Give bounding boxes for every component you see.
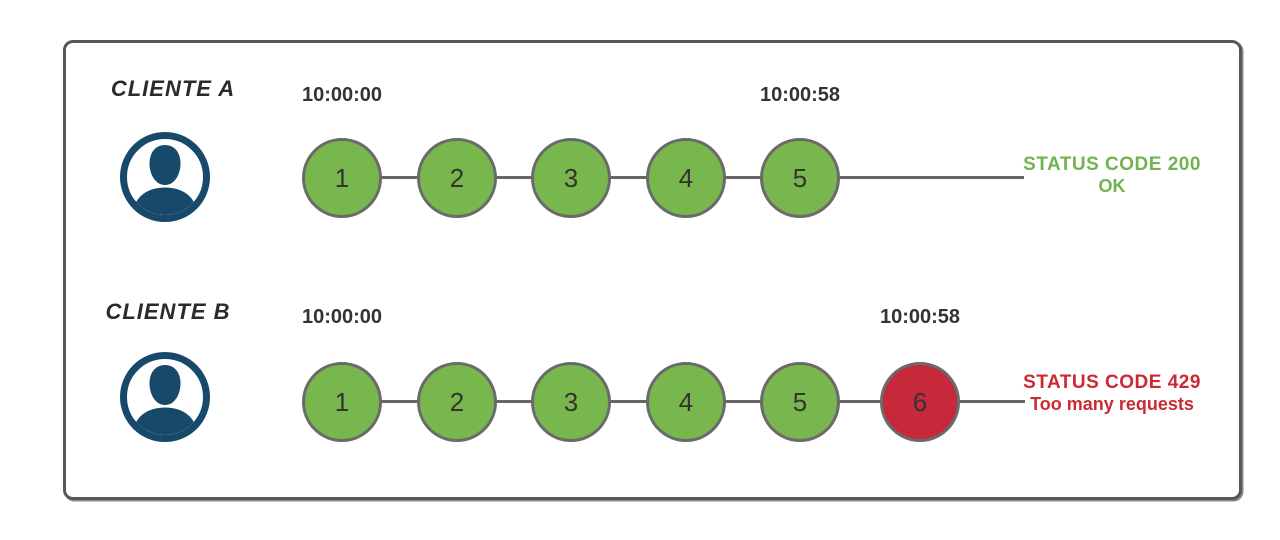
request-circle: 4 bbox=[646, 362, 726, 442]
client-a-end-timestamp: 10:00:58 bbox=[759, 84, 841, 106]
request-circle: 3 bbox=[531, 138, 611, 218]
request-number: 1 bbox=[334, 162, 350, 193]
client-b-start-timestamp: 10:00:00 bbox=[301, 306, 383, 328]
request-circle: 5 bbox=[760, 138, 840, 218]
status-message: Too many requests bbox=[1030, 394, 1194, 415]
status-message: OK bbox=[1098, 176, 1126, 197]
user-avatar-icon bbox=[117, 349, 213, 445]
request-circle: 3 bbox=[531, 362, 611, 442]
status-text-block: STATUS CODE 200 OK bbox=[1020, 154, 1204, 198]
request-circle-rejected: 6 bbox=[880, 362, 960, 442]
client-b-end-timestamp: 10:00:58 bbox=[879, 306, 961, 328]
request-circle: 2 bbox=[417, 362, 497, 442]
client-a-start-timestamp: 10:00:00 bbox=[301, 84, 383, 106]
request-circle: 1 bbox=[302, 362, 382, 442]
person-icon bbox=[120, 352, 210, 442]
request-number: 5 bbox=[792, 386, 808, 417]
status-code: STATUS CODE 200 bbox=[1023, 154, 1201, 175]
request-number: 3 bbox=[563, 162, 579, 193]
status-text-block: STATUS CODE 429 Too many requests bbox=[1020, 372, 1204, 416]
request-number: 3 bbox=[563, 386, 579, 417]
request-circle: 2 bbox=[417, 138, 497, 218]
user-avatar-icon bbox=[117, 129, 213, 225]
client-a-label: CLIENTE A bbox=[110, 76, 236, 101]
request-number: 1 bbox=[334, 386, 350, 417]
request-circle: 4 bbox=[646, 138, 726, 218]
request-number: 2 bbox=[449, 162, 465, 193]
person-icon bbox=[120, 132, 210, 222]
status-code: STATUS CODE 429 bbox=[1023, 372, 1201, 393]
request-circle: 5 bbox=[760, 362, 840, 442]
client-b-label: CLIENTE B bbox=[105, 299, 231, 324]
request-circle: 1 bbox=[302, 138, 382, 218]
request-number: 2 bbox=[449, 386, 465, 417]
request-number: 4 bbox=[678, 162, 694, 193]
request-number: 6 bbox=[912, 386, 928, 417]
request-number: 5 bbox=[792, 162, 808, 193]
request-number: 4 bbox=[678, 386, 694, 417]
